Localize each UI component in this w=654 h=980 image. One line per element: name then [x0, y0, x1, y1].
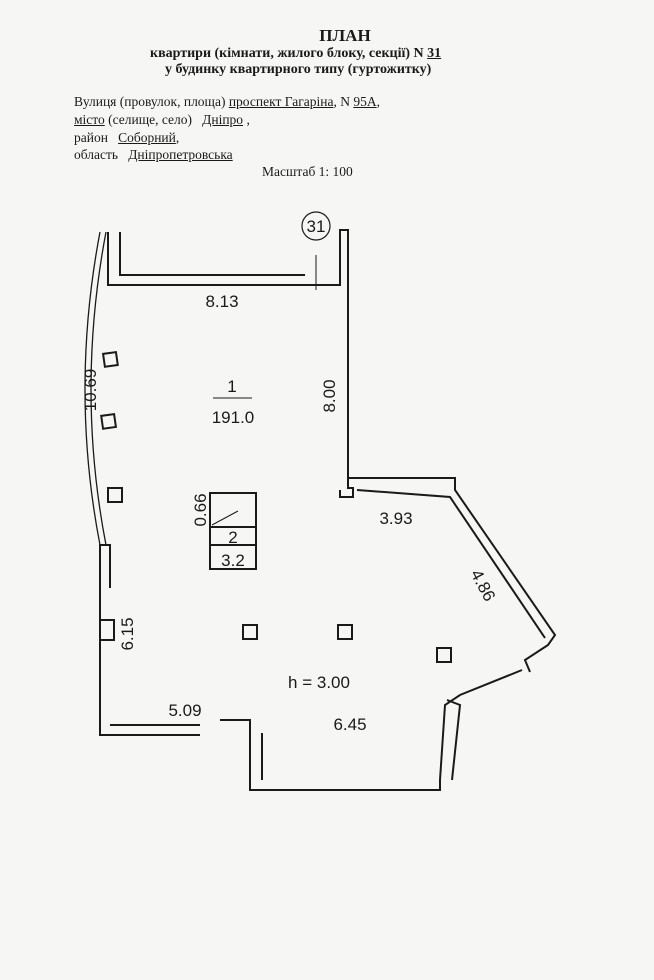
right-lower-wall: [355, 669, 523, 791]
left-lower-wall: [99, 544, 111, 620]
number-label: , N: [333, 94, 354, 109]
apartment-marker-circle: [301, 211, 331, 241]
number-value: 95А: [353, 94, 377, 109]
ceiling-height: h = 3.00: [288, 673, 350, 692]
street-value: проспект Гагаріна: [228, 94, 334, 109]
street-label: Вулиця (провулок, площа): [74, 94, 229, 109]
top-wall: [107, 232, 305, 286]
region-value: Дніпропетровська: [128, 147, 233, 162]
columns: [99, 350, 452, 663]
city-line: місто (селище, село) Дніпро ,: [74, 112, 250, 127]
room1-area: 191.0: [212, 408, 255, 427]
bottom-wall: [220, 719, 355, 791]
dim-diagonal: 4.86: [467, 566, 499, 604]
dim-right-upper: 8.00: [320, 379, 339, 412]
city-label: місто: [74, 112, 105, 127]
apartment-number: 31: [427, 46, 442, 61]
room2-number: 2: [228, 528, 237, 547]
dim-left-lower: 6.15: [118, 617, 137, 650]
room1-number: 1: [227, 377, 236, 396]
apartment-marker: 31: [307, 217, 326, 236]
city-label-rest: (селище, село): [104, 112, 196, 127]
district-line: район Соборний,: [74, 130, 180, 145]
dim-bottom: 6.45: [333, 715, 366, 734]
room2-area: 3.2: [221, 551, 245, 570]
district-label: район: [74, 130, 112, 145]
dim-shaft: 0.66: [191, 493, 210, 526]
diagonal-wall: [348, 477, 557, 673]
subtitle-text: квартири (кімнати, жилого блоку, секції)…: [150, 46, 428, 61]
walls: [84, 229, 557, 791]
region-line: область Дніпропетровська: [74, 147, 233, 163]
dim-right-step: 3.93: [379, 509, 412, 528]
scale-label: Масштаб 1: 100: [262, 164, 353, 179]
dim-left-curve: 10.69: [81, 369, 100, 412]
dim-top: 8.13: [205, 292, 238, 311]
dim-bottom-left: 5.09: [168, 701, 201, 720]
street-line: Вулиця (провулок, площа) проспект Гагарі…: [74, 94, 380, 109]
city-value: Дніпро: [202, 112, 244, 127]
shaft-room: [209, 492, 257, 570]
district-value: Соборний: [118, 130, 176, 145]
curved-window: [84, 231, 107, 546]
right-wall: [305, 229, 354, 498]
region-label: область: [74, 147, 122, 162]
document-subtitle: квартири (кімнати, жилого блоку, секції)…: [150, 46, 441, 62]
document-subtitle-2: у будинку квартирного типу (гуртожитку): [165, 62, 432, 77]
bottom-left-wall: [99, 645, 200, 736]
document-title: ПЛАН: [319, 26, 371, 45]
